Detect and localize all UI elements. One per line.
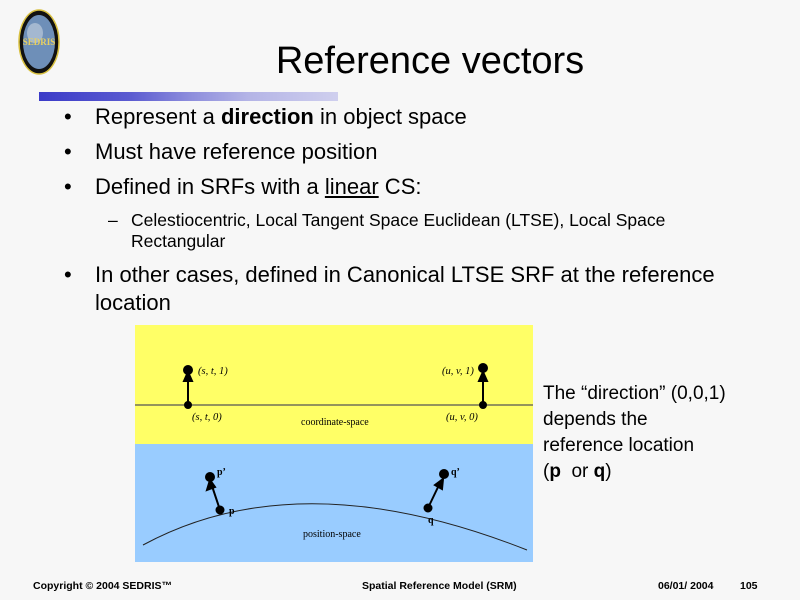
position-curve bbox=[142, 503, 528, 551]
footer-copyright: Copyright © 2004 SEDRIS™ bbox=[33, 580, 173, 592]
label-q-prime: q’ bbox=[451, 467, 460, 478]
bullet: • bbox=[64, 139, 72, 164]
footer-page-number: 105 bbox=[740, 580, 758, 592]
side-note-line: The “direction” (0,0,1) bbox=[543, 383, 726, 404]
label-st0: (s, t, 0) bbox=[192, 412, 222, 423]
svg-text:SEDRIS: SEDRIS bbox=[23, 37, 56, 47]
bullet-1: Represent a direction in object space bbox=[95, 104, 467, 129]
vector-p bbox=[205, 472, 225, 515]
vector-uv bbox=[477, 363, 489, 409]
vector-st bbox=[182, 365, 194, 409]
bullet: • bbox=[64, 104, 72, 129]
side-note-line: depends the bbox=[543, 409, 648, 430]
coordinate-space-region bbox=[135, 325, 533, 444]
label-uv0: (u, v, 0) bbox=[446, 412, 478, 423]
slide-title: Reference vectors bbox=[275, 40, 585, 82]
label-position-space: position-space bbox=[303, 529, 361, 540]
sub-bullet-dash: – bbox=[108, 210, 118, 230]
sedris-logo: SEDRIS bbox=[18, 9, 60, 75]
side-note: The “direction” (0,0,1) depends the refe… bbox=[543, 381, 793, 485]
label-coordinate-space: coordinate-space bbox=[301, 417, 369, 428]
reference-vector-diagram: (s, t, 1) (s, t, 0) (u, v, 1) (u, v, 0) … bbox=[135, 325, 533, 562]
position-space-region bbox=[135, 444, 533, 562]
side-note-line: reference location bbox=[543, 435, 695, 456]
bullet: • bbox=[64, 174, 72, 199]
label-uv1: (u, v, 1) bbox=[442, 366, 474, 377]
sub-bullet: Celestiocentric, Local Tangent Space Euc… bbox=[131, 210, 666, 251]
bullet-3: Defined in SRFs with a linear CS: bbox=[95, 174, 422, 199]
label-q: q bbox=[428, 515, 434, 526]
bullet-2: Must have reference position bbox=[95, 139, 378, 164]
label-p: p bbox=[229, 506, 235, 517]
vector-q bbox=[423, 469, 449, 513]
label-p-prime: p’ bbox=[217, 467, 226, 478]
bullet: • bbox=[64, 262, 72, 287]
footer-date: 06/01/ 2004 bbox=[658, 580, 714, 592]
footer-title: Spatial Reference Model (SRM) bbox=[362, 580, 517, 592]
bullet-4: In other cases, defined in Canonical LTS… bbox=[95, 262, 715, 315]
side-note-line: (p or q) bbox=[543, 461, 612, 482]
label-st1: (s, t, 1) bbox=[198, 366, 228, 377]
title-underline-bar bbox=[39, 92, 338, 101]
